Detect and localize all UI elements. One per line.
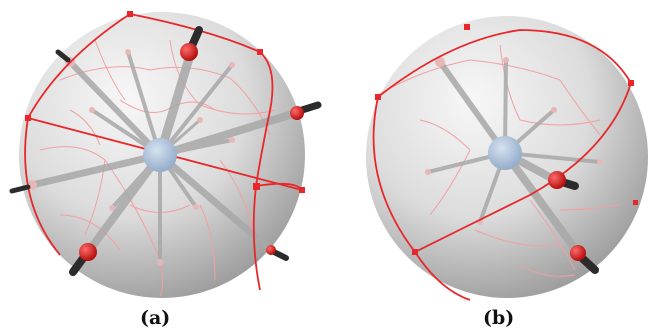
curve-vertices-a [25,11,305,193]
boundary-curves-b [372,29,632,301]
markers-a [9,26,322,276]
panel-a-caption: (a) [140,307,171,329]
panel-b-caption: (b) [483,307,515,329]
markers-b [548,171,599,274]
panel-a [9,11,322,298]
panel-b [366,16,648,301]
center-node-b [488,136,522,170]
curve-vertices-b [375,24,638,255]
center-node-a [143,138,177,172]
spokes-b [426,58,602,257]
